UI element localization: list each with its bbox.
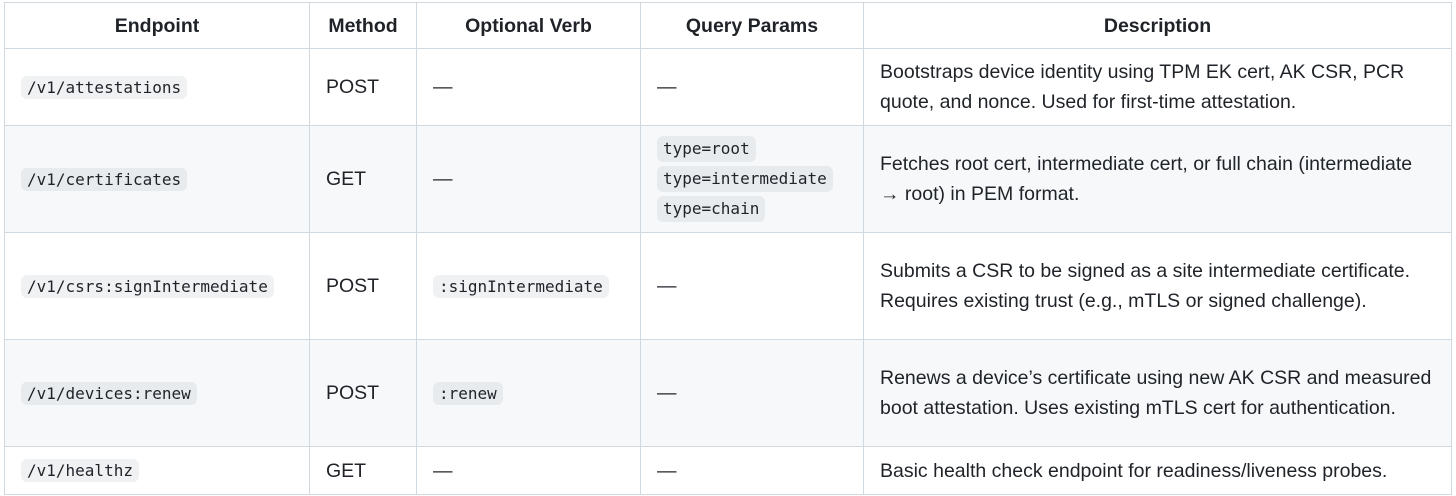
query-params-cell: — — [640, 446, 864, 495]
description-cell: Basic health check endpoint for readines… — [863, 446, 1452, 495]
endpoint-path: /v1/devices:renew — [21, 381, 197, 405]
method-cell: POST — [309, 339, 417, 447]
endpoint-path: /v1/certificates — [21, 167, 188, 191]
api-endpoints-table: Endpoint Method Optional Verb Query Para… — [4, 2, 1452, 495]
endpoint-cell: /v1/certificates — [4, 125, 310, 233]
query-params-cell: — — [640, 339, 864, 447]
query-param: type=intermediate — [657, 166, 833, 192]
method-cell: POST — [309, 48, 417, 126]
query-params-cell: type=root type=intermediate type=chain — [640, 125, 864, 233]
endpoint-path: /v1/csrs:signIntermediate — [21, 274, 274, 298]
endpoint-cell: /v1/csrs:signIntermediate — [4, 232, 310, 340]
optional-verb-cell: — — [416, 48, 641, 126]
endpoint-path: /v1/attestations — [21, 75, 188, 99]
header-query-params: Query Params — [640, 2, 864, 49]
query-params-cell: — — [640, 48, 864, 126]
description-cell: Submits a CSR to be signed as a site int… — [863, 232, 1452, 340]
header-endpoint: Endpoint — [4, 2, 310, 49]
description-cell: Renews a device’s certificate using new … — [863, 339, 1452, 447]
table-row: /v1/csrs:signIntermediate POST :signInte… — [4, 232, 1452, 340]
endpoint-cell: /v1/attestations — [4, 48, 310, 126]
method-cell: POST — [309, 232, 417, 340]
description-cell: Fetches root cert, intermediate cert, or… — [863, 125, 1452, 233]
query-param: type=root — [657, 136, 756, 162]
method-cell: GET — [309, 446, 417, 495]
header-description: Description — [863, 2, 1452, 49]
optional-verb-cell: — — [416, 125, 641, 233]
optional-verb: :signIntermediate — [433, 274, 609, 298]
optional-verb-cell: :signIntermediate — [416, 232, 641, 340]
table-row: /v1/certificates GET — type=root type=in… — [4, 125, 1452, 233]
endpoint-cell: /v1/healthz — [4, 446, 310, 495]
table-row: /v1/healthz GET — — Basic health check e… — [4, 446, 1452, 495]
query-param: type=chain — [657, 196, 766, 222]
optional-verb: :renew — [433, 381, 503, 405]
header-optional-verb: Optional Verb — [416, 2, 641, 49]
header-method: Method — [309, 2, 417, 49]
endpoint-cell: /v1/devices:renew — [4, 339, 310, 447]
table-header-row: Endpoint Method Optional Verb Query Para… — [4, 2, 1452, 49]
description-cell: Bootstraps device identity using TPM EK … — [863, 48, 1452, 126]
optional-verb-cell: — — [416, 446, 641, 495]
table-row: /v1/devices:renew POST :renew — Renews a… — [4, 339, 1452, 447]
table-row: /v1/attestations POST — — Bootstraps dev… — [4, 48, 1452, 126]
endpoint-path: /v1/healthz — [21, 459, 139, 482]
query-params-cell: — — [640, 232, 864, 340]
method-cell: GET — [309, 125, 417, 233]
optional-verb-cell: :renew — [416, 339, 641, 447]
